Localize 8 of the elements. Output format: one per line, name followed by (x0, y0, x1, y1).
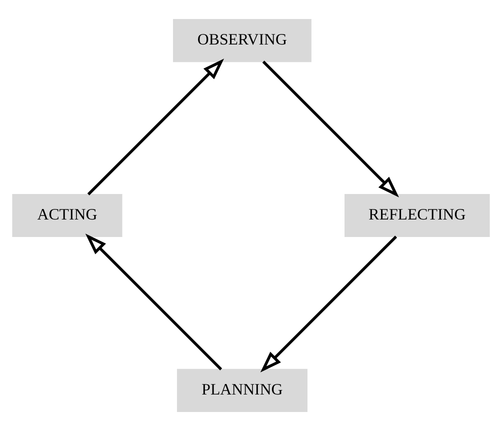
arrow (262, 60, 400, 197)
node-box: REFLECTING (344, 193, 490, 237)
arrow (87, 58, 224, 195)
arrow (85, 233, 222, 370)
arrow (260, 235, 398, 372)
node-box: OBSERVING (172, 18, 312, 62)
node-box: PLANNING (176, 368, 308, 412)
node-box: ACTING (12, 193, 122, 237)
